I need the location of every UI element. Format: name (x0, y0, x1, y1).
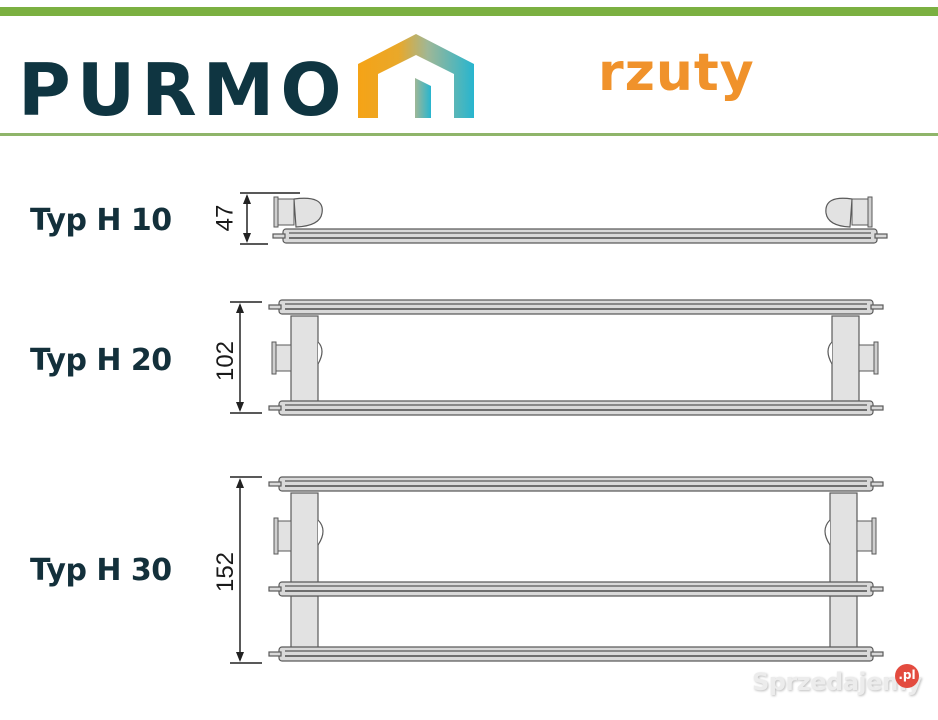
watermark-text: Sprzedajemy (752, 668, 922, 696)
type-label-h30: Typ H 30 (30, 553, 172, 588)
section-title: rzuty (598, 43, 755, 103)
brand-name: PURMO (18, 48, 348, 132)
top-accent-bar (0, 7, 938, 16)
diagram-h30 (230, 476, 884, 664)
diagram-h10 (240, 192, 888, 245)
header-divider (0, 133, 938, 136)
type-label-h20: Typ H 20 (30, 343, 172, 378)
house-logo-icon (358, 34, 474, 118)
diagram-h20 (230, 299, 884, 416)
type-label-h10: Typ H 10 (30, 203, 172, 238)
watermark-badge: .pl (895, 664, 919, 688)
